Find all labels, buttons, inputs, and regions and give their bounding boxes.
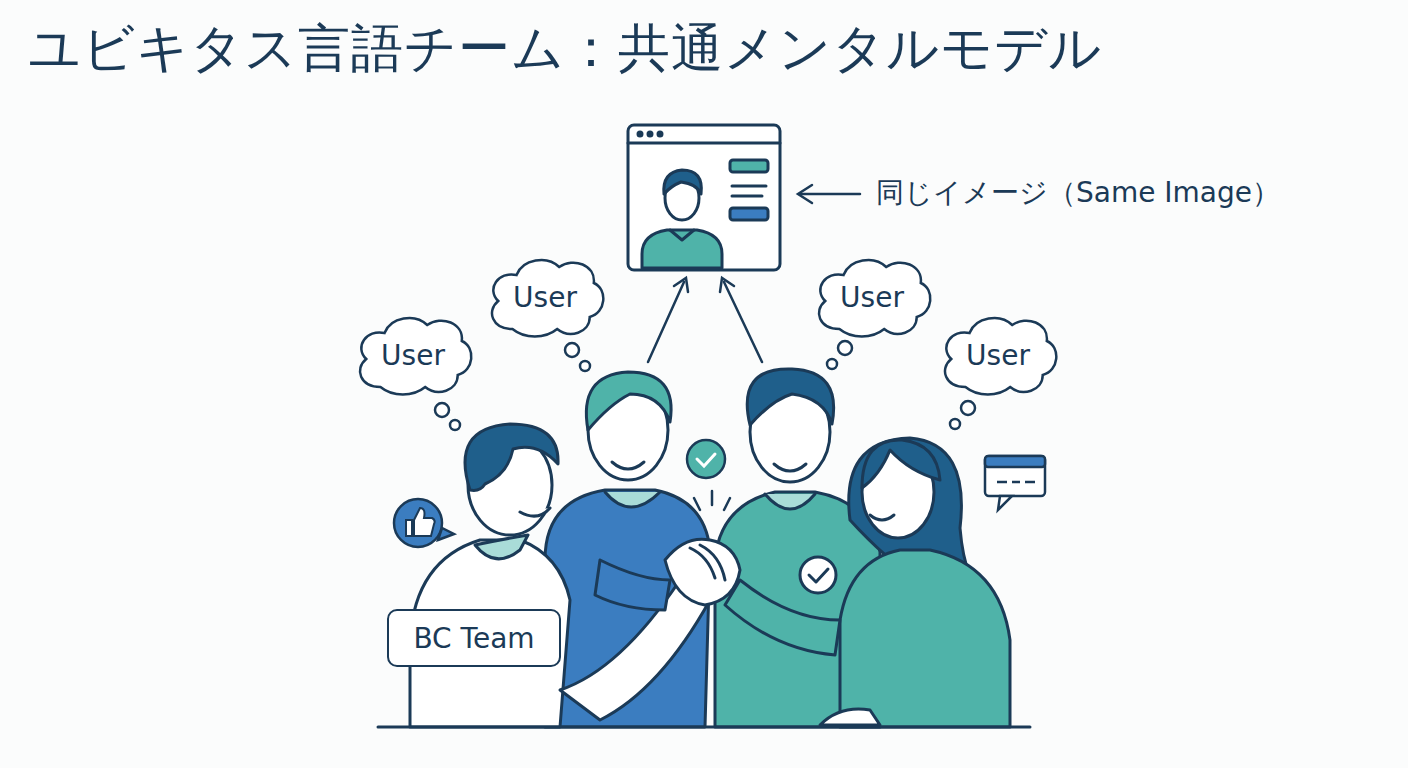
sparks [687,440,730,510]
node-text: User [840,281,904,314]
thought-bubble: User [484,255,606,339]
cloud-shape [360,318,471,394]
cloud-shape [945,318,1056,394]
title: ユビキタス言語チーム：共通メンタルモデル [28,14,1102,84]
cloud-shape [819,260,930,336]
screen [628,125,780,270]
node-text: User [513,281,577,314]
image-label: 同じイメージ（Same Image） [876,174,1280,212]
cloud-shape [492,260,603,336]
thought-dots [435,341,975,430]
thumbs-up-icon [394,499,454,547]
node-text: User [966,339,1030,372]
team-box: BC Team [387,609,561,667]
arrows [648,185,860,362]
chat-icon [985,456,1045,510]
thought-bubble: User [811,255,933,339]
ground-line [378,726,1030,729]
node-text: User [381,339,445,372]
thought-bubble: User [352,313,474,397]
node-text: BC Team [413,622,534,655]
people [410,369,1010,727]
thought-bubble: User [937,313,1059,397]
